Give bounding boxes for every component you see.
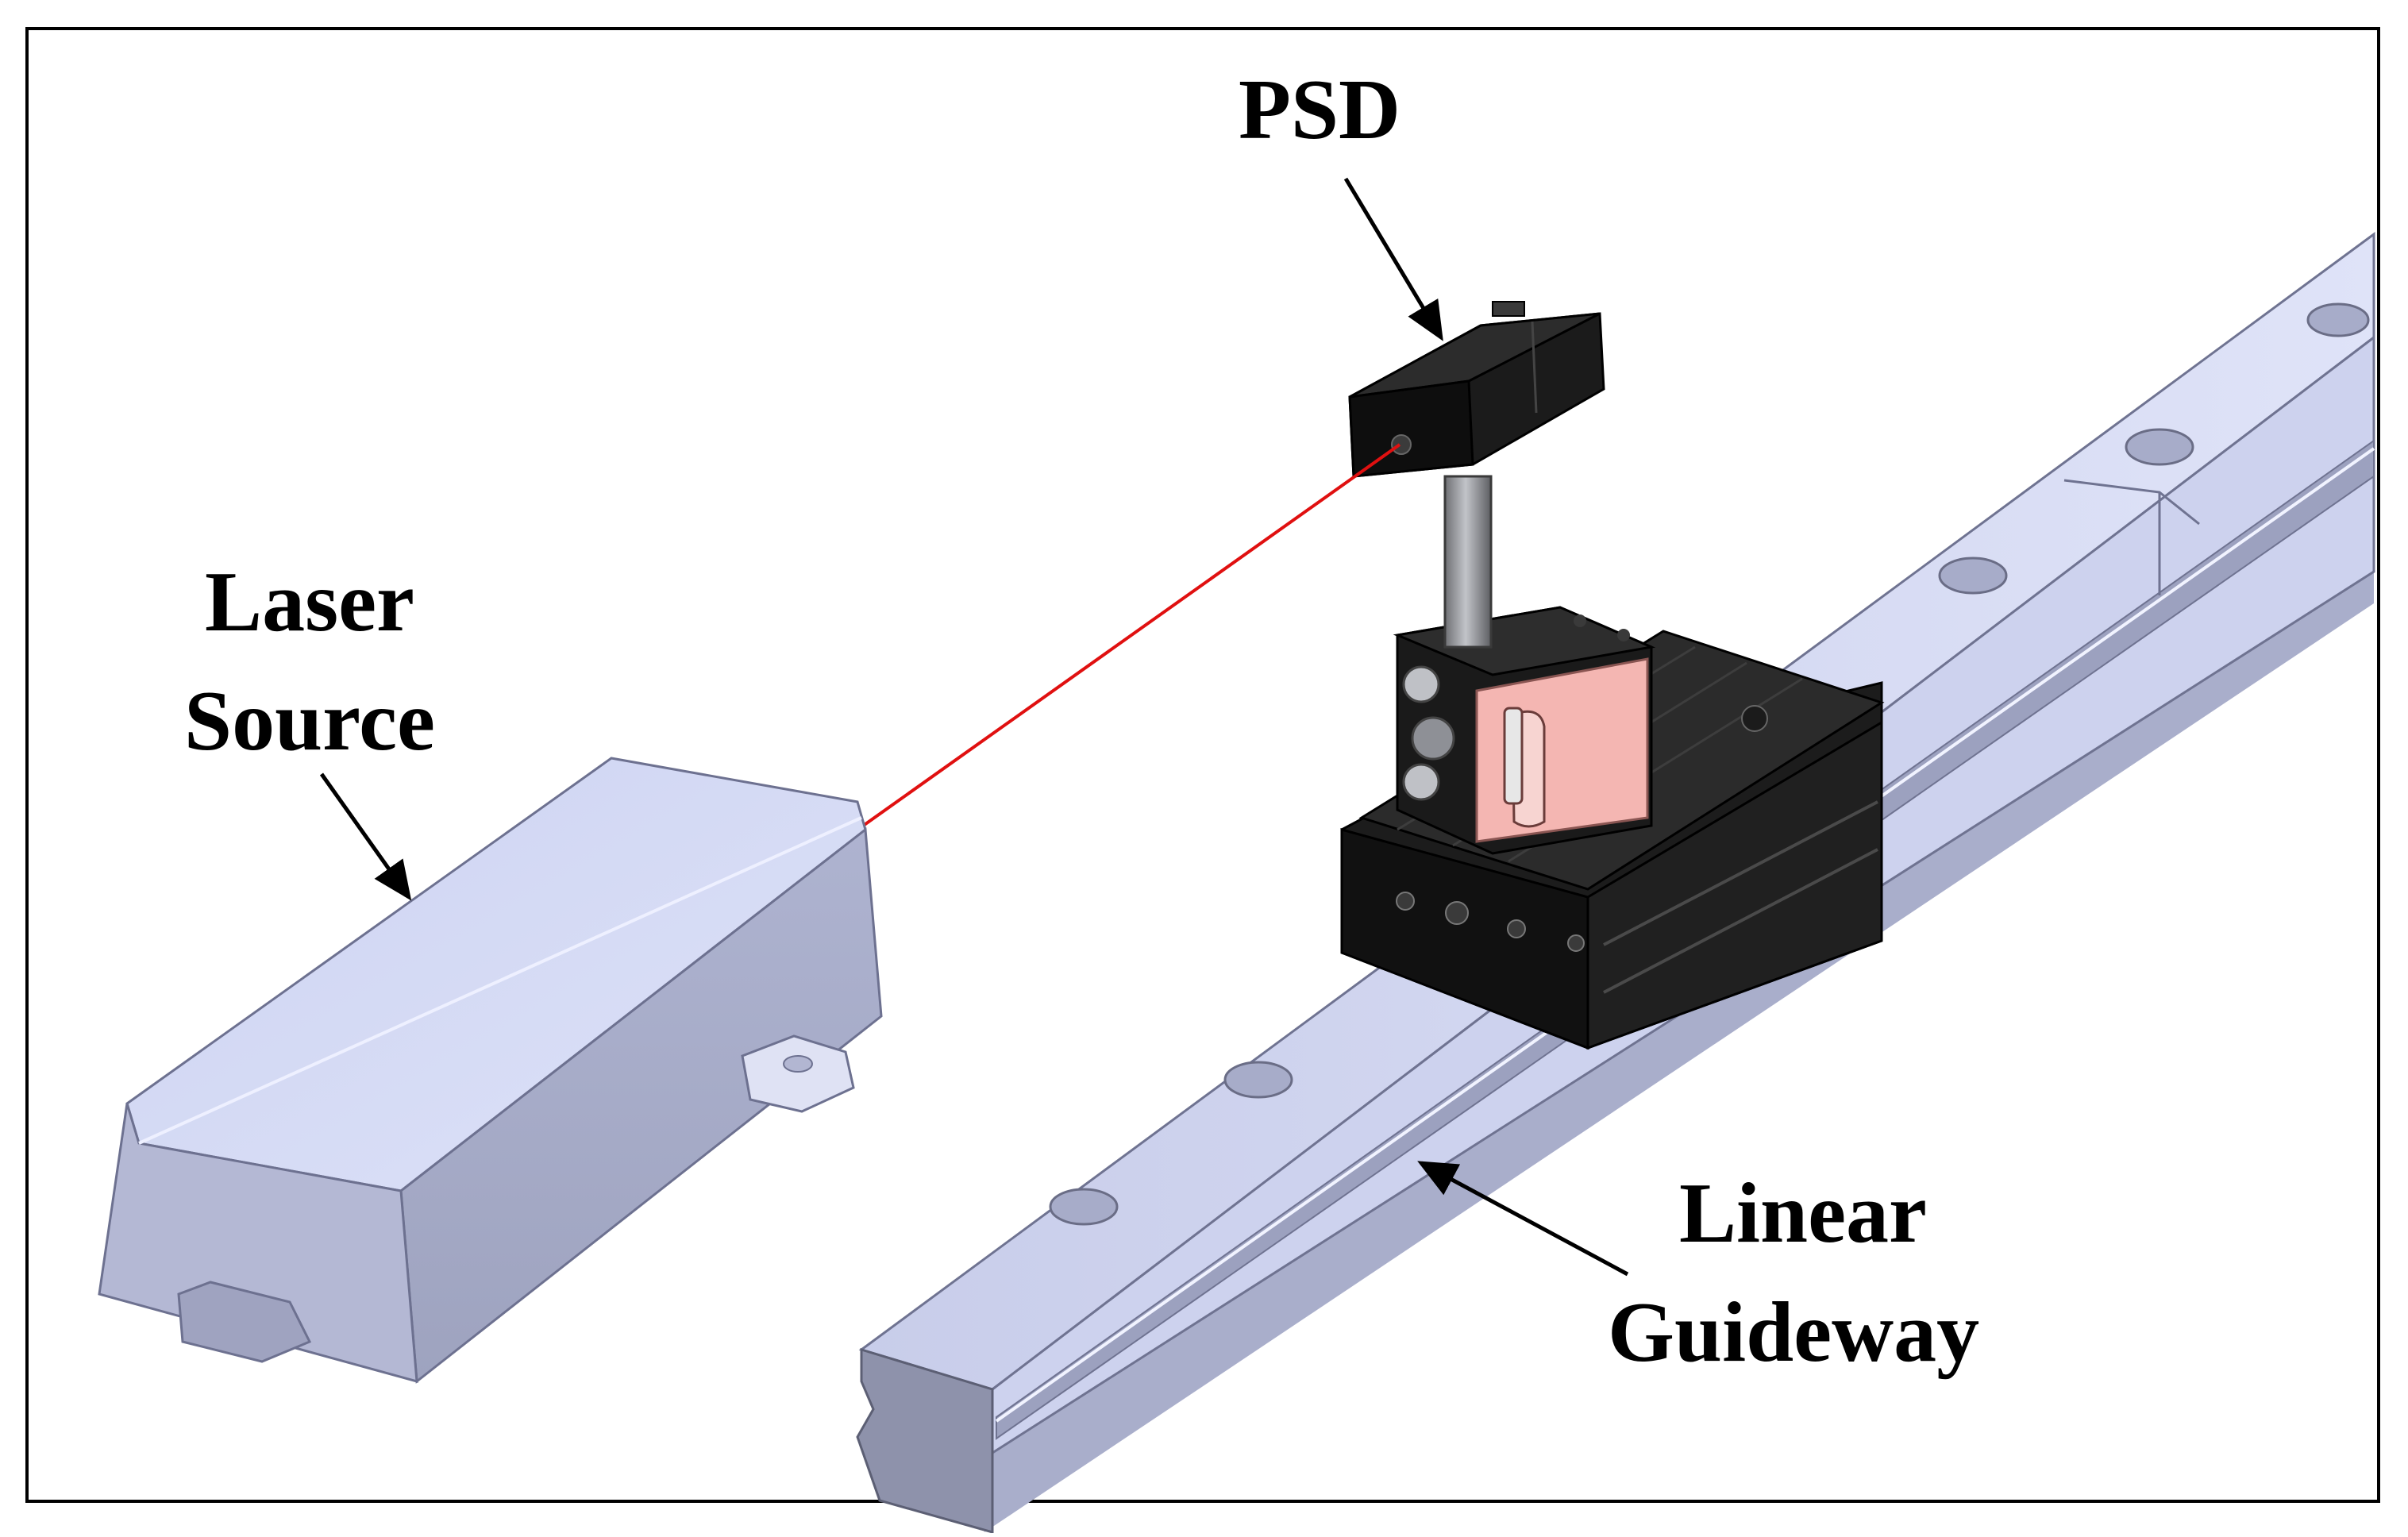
sensor-mount (1393, 606, 1656, 855)
pink-bracket (1475, 657, 1649, 843)
linear-guideway-label-line1: Linear (1679, 1166, 1927, 1261)
laser-source-box (98, 757, 883, 1384)
linear-guideway-label-line2: Guideway (1608, 1285, 1980, 1380)
laser-mount-tab (741, 1034, 855, 1113)
psd-arrow (1343, 177, 1443, 341)
laser-source-arrow (319, 772, 412, 901)
guideway-arrow (1417, 1161, 1629, 1277)
laser-source-label-line1: Laser (205, 555, 414, 649)
psd-sensor (1348, 301, 1605, 478)
psd-post (1443, 475, 1493, 649)
laser-source-label-line2: Source (184, 674, 435, 768)
psd-label: PSD (1239, 63, 1401, 157)
laser-beam (858, 443, 1401, 830)
